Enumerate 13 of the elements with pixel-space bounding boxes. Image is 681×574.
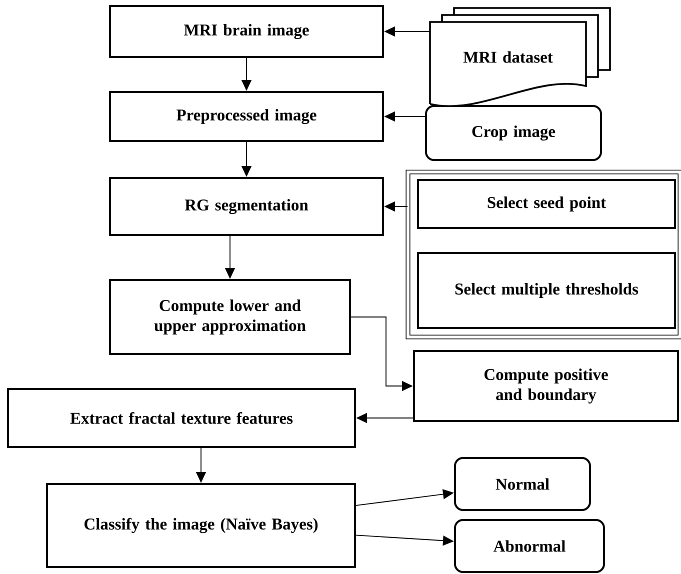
process-box: Compute positive and boundary [413, 350, 679, 422]
process-box: Select seed point [417, 179, 676, 229]
process-box: Preprocessed image [109, 91, 384, 142]
process-box: Compute lower and upper approximation [109, 279, 351, 355]
rounded-box: Crop image [425, 105, 602, 161]
rounded-box: Normal [454, 457, 591, 511]
process-box: RG segmentation [109, 177, 384, 236]
process-box: MRI brain image [109, 5, 384, 58]
process-box: Select multiple thresholds [417, 252, 676, 329]
panel-frame [406, 170, 681, 340]
process-box: Classify the image (Naïve Bayes) [46, 483, 356, 568]
process-box: Extract fractal texture features [7, 388, 356, 448]
rounded-box: Abnormal [454, 519, 605, 573]
